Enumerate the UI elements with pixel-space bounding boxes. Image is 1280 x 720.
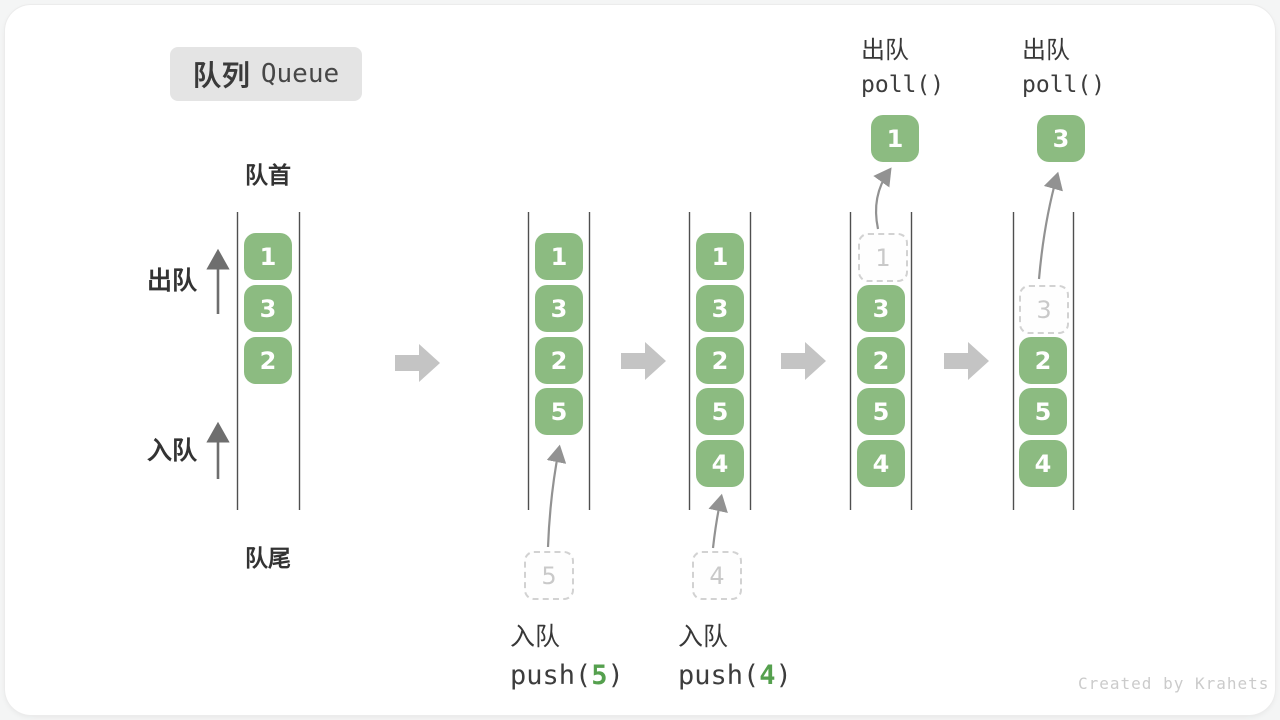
staging-item: 4: [692, 551, 742, 600]
title-badge: 队列 Queue: [170, 47, 362, 101]
queue-item: 4: [1019, 440, 1067, 487]
queue-item: 2: [535, 337, 583, 384]
queue-item: 5: [857, 388, 905, 435]
queue-item: 2: [857, 337, 905, 384]
removed-item-slot: 3: [1019, 285, 1069, 334]
op-name: 出队: [1022, 36, 1070, 64]
queue-rear-label: 队尾: [245, 546, 291, 572]
watermark: Created by Krahets: [1078, 674, 1270, 693]
staging-item: 5: [524, 551, 574, 600]
queue-item: 4: [696, 440, 744, 487]
queue-item: 3: [696, 285, 744, 332]
op-name: 入队: [678, 622, 729, 651]
queue-item: 5: [696, 388, 744, 435]
queue-item: 2: [1019, 337, 1067, 384]
enqueue-operation-label: 入队 push(4): [678, 617, 792, 691]
queue-item: 5: [1019, 388, 1067, 435]
dequeue-operation-label: 出队 poll(): [861, 30, 944, 98]
polled-item: 3: [1037, 115, 1085, 162]
polled-item: 1: [871, 115, 919, 162]
enqueue-side-label: 入队: [147, 436, 198, 465]
op-code-arg: 5: [591, 660, 608, 691]
op-code-close: ): [607, 660, 624, 691]
queue-item: 5: [535, 388, 583, 435]
op-name: 出队: [861, 36, 909, 64]
op-code-open: push(: [510, 660, 592, 691]
dequeue-operation-label: 出队 poll(): [1022, 30, 1105, 98]
op-code: push(4): [678, 660, 792, 691]
op-code-arg: 4: [759, 660, 776, 691]
title-en: Queue: [260, 59, 340, 89]
op-code: poll(): [1022, 72, 1106, 98]
op-code: poll(): [861, 72, 945, 98]
removed-item-slot: 1: [858, 233, 908, 282]
title-zh: 队列: [192, 59, 251, 92]
op-code-close: ): [775, 660, 792, 691]
op-name: 入队: [510, 622, 561, 651]
queue-item: 1: [535, 233, 583, 280]
queue-item: 1: [696, 233, 744, 280]
queue-item: 2: [244, 337, 292, 384]
queue-item: 3: [244, 285, 292, 332]
dequeue-side-label: 出队: [147, 266, 198, 295]
queue-item: 3: [535, 285, 583, 332]
queue-item: 1: [244, 233, 292, 280]
diagram-card: [5, 5, 1275, 715]
enqueue-operation-label: 入队 push(5): [510, 617, 624, 691]
queue-front-label: 队首: [245, 163, 291, 189]
queue-item: 4: [857, 440, 905, 487]
op-code: push(5): [510, 660, 624, 691]
queue-item: 3: [857, 285, 905, 332]
op-code-open: push(: [678, 660, 760, 691]
queue-item: 2: [696, 337, 744, 384]
